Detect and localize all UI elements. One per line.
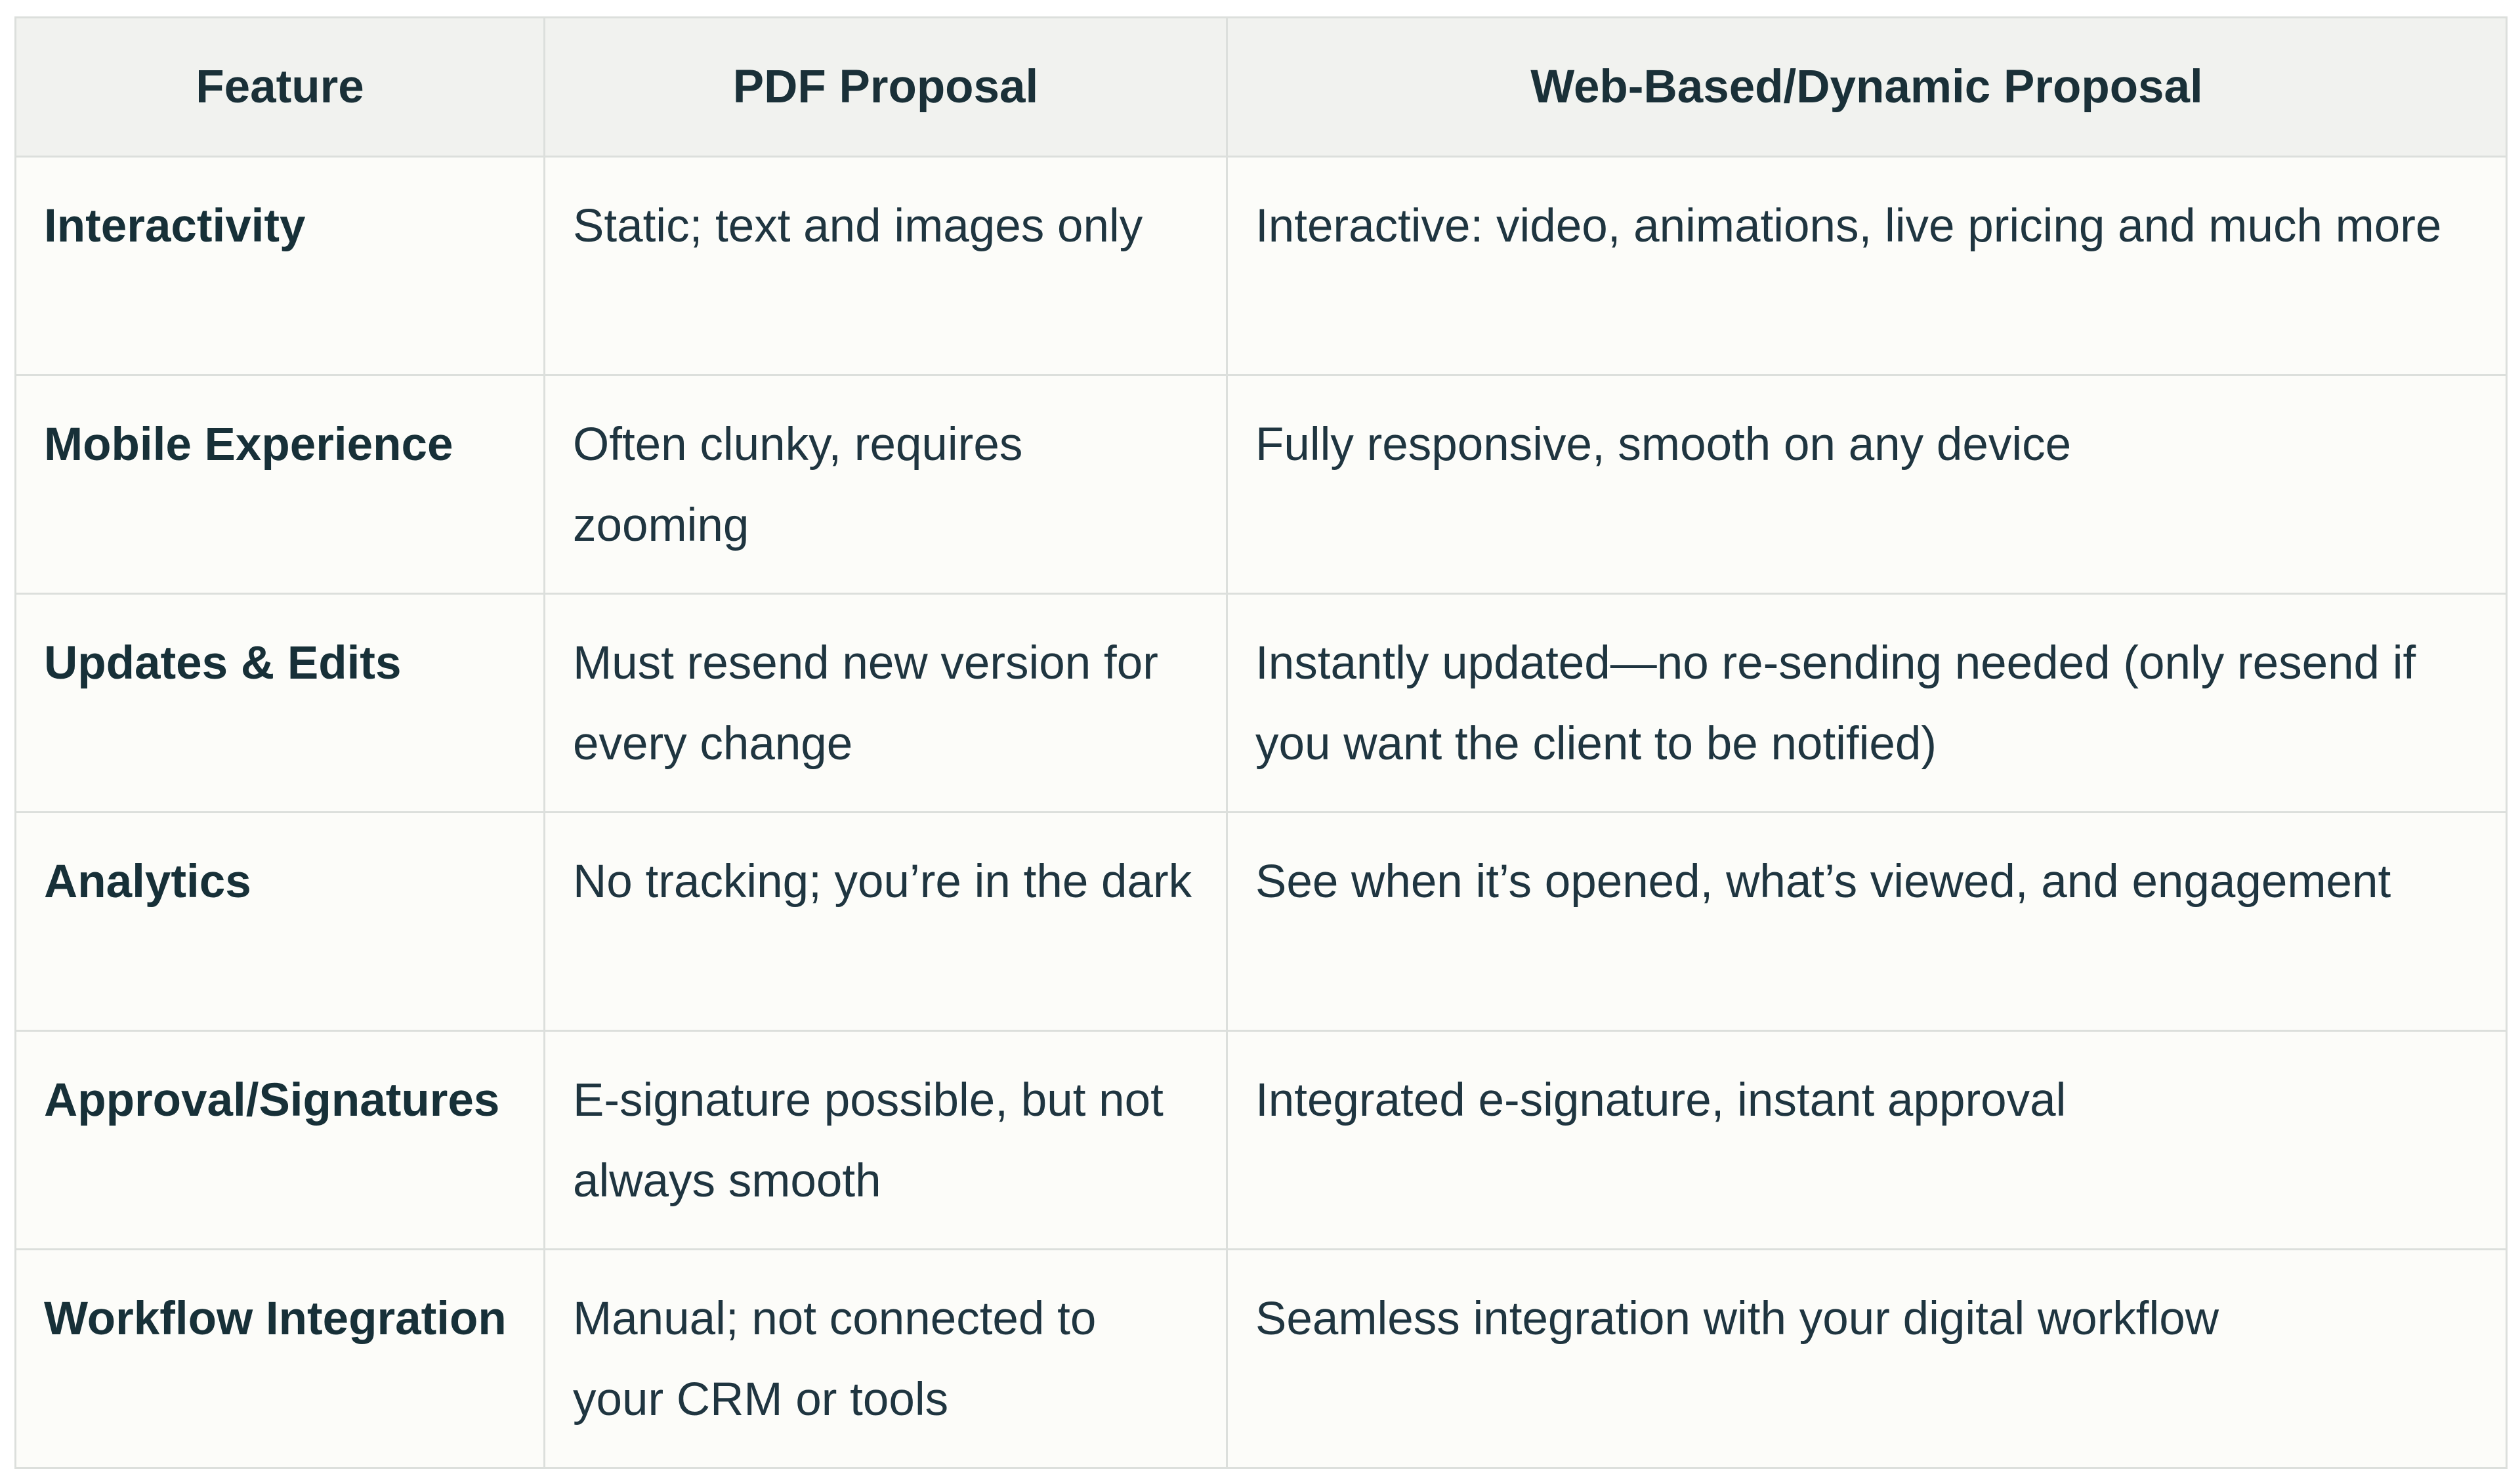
- web-cell: Seamless integration with your digital w…: [1226, 1248, 2508, 1469]
- pdf-cell: E-signature possible, but not always smo…: [543, 1030, 1228, 1250]
- pdf-cell: No tracking; you’re in the dark: [543, 811, 1228, 1032]
- header-web-proposal: Web-Based/Dynamic Proposal: [1226, 16, 2508, 158]
- header-feature: Feature: [14, 16, 545, 158]
- header-pdf-proposal: PDF Proposal: [543, 16, 1228, 158]
- feature-cell: Workflow Integration: [14, 1248, 545, 1469]
- pdf-cell: Static; text and images only: [543, 156, 1228, 376]
- table-row: Mobile Experience Often clunky, requires…: [14, 374, 2508, 595]
- table-row: Workflow Integration Manual; not connect…: [14, 1248, 2508, 1469]
- web-cell: Integrated e-signature, instant approval: [1226, 1030, 2508, 1250]
- feature-cell: Approval/Signatures: [14, 1030, 545, 1250]
- pdf-cell: Must resend new version for every change: [543, 593, 1228, 813]
- feature-cell: Analytics: [14, 811, 545, 1032]
- table-row: Updates & Edits Must resend new version …: [14, 593, 2508, 813]
- feature-cell: Updates & Edits: [14, 593, 545, 813]
- pdf-cell: Often clunky, requires zooming: [543, 374, 1228, 595]
- web-cell: Interactive: video, animations, live pri…: [1226, 156, 2508, 376]
- comparison-table: Feature PDF Proposal Web-Based/Dynamic P…: [14, 16, 2508, 1469]
- feature-cell: Mobile Experience: [14, 374, 545, 595]
- feature-cell: Interactivity: [14, 156, 545, 376]
- table-row: Approval/Signatures E-signature possible…: [14, 1030, 2508, 1250]
- table-body: Interactivity Static; text and images on…: [14, 156, 2508, 1469]
- table-row: Analytics No tracking; you’re in the dar…: [14, 811, 2508, 1032]
- web-cell: Instantly updated—no re-sending needed (…: [1226, 593, 2508, 813]
- table-header: Feature PDF Proposal Web-Based/Dynamic P…: [14, 16, 2508, 158]
- pdf-cell: Manual; not connected to your CRM or too…: [543, 1248, 1228, 1469]
- web-cell: Fully responsive, smooth on any device: [1226, 374, 2508, 595]
- header-row: Feature PDF Proposal Web-Based/Dynamic P…: [14, 16, 2508, 158]
- web-cell: See when it’s opened, what’s viewed, and…: [1226, 811, 2508, 1032]
- table-row: Interactivity Static; text and images on…: [14, 156, 2508, 376]
